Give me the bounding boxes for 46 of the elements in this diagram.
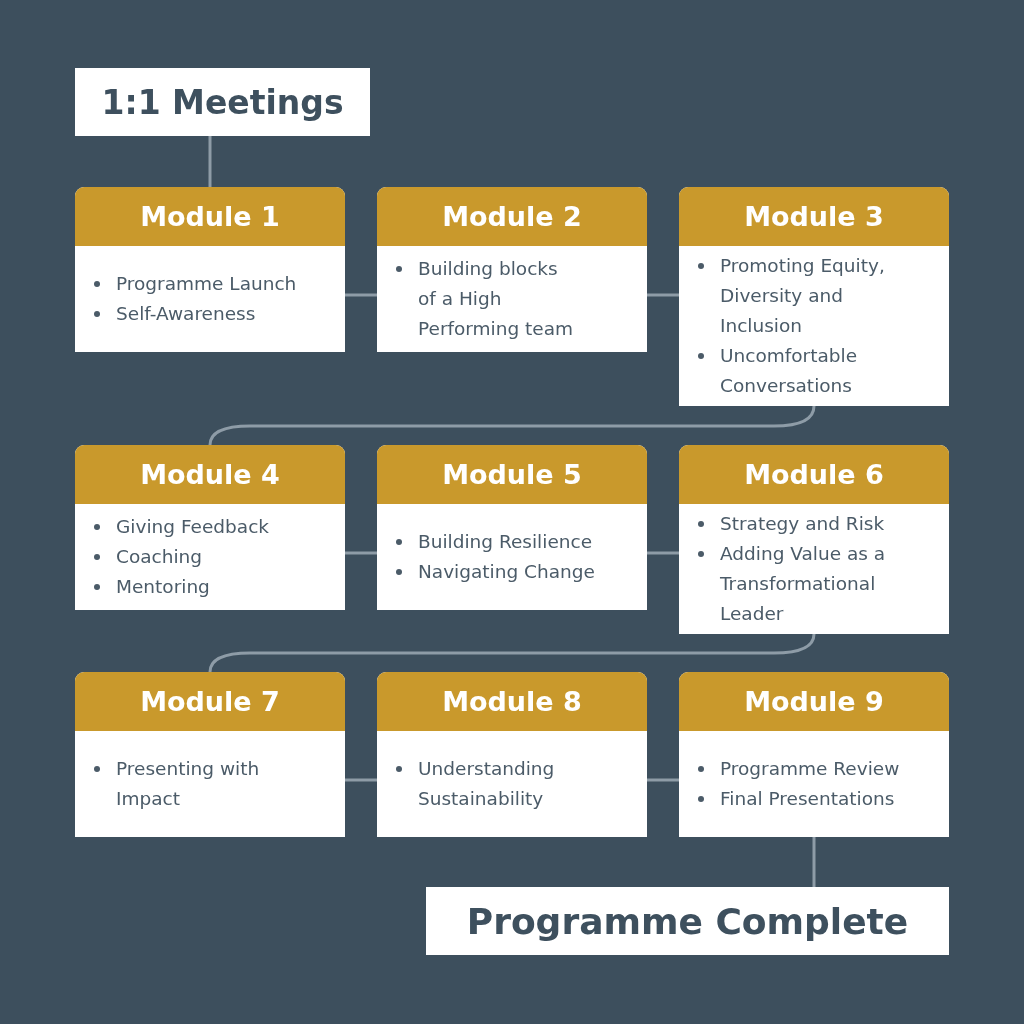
module-card [679, 187, 949, 406]
milestone-banner: 1:1 Meetings [75, 68, 370, 136]
module-card [377, 187, 647, 352]
bullet-text: Self-Awareness [116, 302, 256, 326]
module-heading: Module 4 [75, 445, 345, 504]
module-heading: Module 1 [75, 187, 345, 246]
connector-line [647, 778, 679, 782]
connector-line [345, 293, 377, 297]
bullet-text: Strategy and Risk [720, 512, 885, 536]
module-card [75, 187, 345, 352]
bullet-text: Uncomfortable Conversations [720, 344, 859, 398]
module-card [75, 445, 345, 610]
bullet-text: Promoting Equity, Diversity and Inclusion [720, 254, 886, 338]
bullet-text: Programme Launch [116, 272, 297, 296]
connector-line [208, 136, 212, 187]
bullet-text: Navigating Change [418, 560, 595, 584]
bullet-text: Understanding Sustainability [418, 757, 556, 811]
connector-line [345, 551, 377, 555]
module-heading: Module 9 [679, 672, 949, 731]
module-heading: Module 8 [377, 672, 647, 731]
bullet-text: Adding Value as a Transformational Leader [720, 542, 887, 626]
bullet-text: Building blocks of a High Performing team [418, 257, 575, 341]
connector-line [812, 837, 816, 887]
module-heading: Module 2 [377, 187, 647, 246]
module-card [377, 445, 647, 610]
connector-line [647, 551, 679, 555]
connector-line [345, 778, 377, 782]
connector-line [647, 293, 679, 297]
module-card [679, 672, 949, 837]
module-heading: Module 6 [679, 445, 949, 504]
module-heading: Module 7 [75, 672, 345, 731]
bullet-text: Programme Review [720, 757, 900, 781]
bullet-text: Coaching [116, 545, 203, 569]
connector-line [208, 405, 816, 446]
bullet-text: Presenting with Impact [116, 757, 261, 811]
connector-line [208, 633, 816, 673]
module-card [377, 672, 647, 837]
module-heading: Module 3 [679, 187, 949, 246]
bullet-text: Giving Feedback [116, 515, 269, 539]
module-card [75, 672, 345, 837]
bullet-text: Final Presentations [720, 787, 895, 811]
bullet-text: Building Resilience [418, 530, 593, 554]
milestone-banner: Programme Complete [426, 887, 949, 955]
module-heading: Module 5 [377, 445, 647, 504]
bullet-text: Mentoring [116, 575, 210, 599]
module-card [679, 445, 949, 634]
